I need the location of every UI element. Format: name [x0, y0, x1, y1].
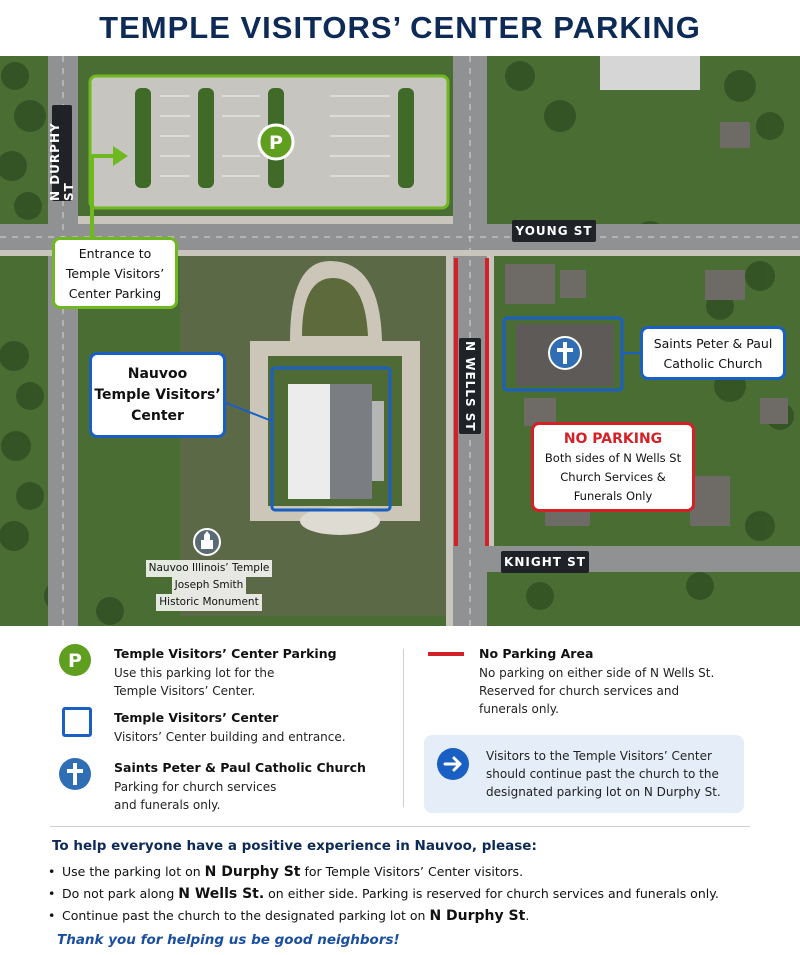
bullet-1-bold: N Durphy St [204, 864, 301, 880]
visitors-center-callout: Nauvoo Temple Visitors’ Center [89, 352, 226, 438]
parking-marker: P [257, 123, 295, 161]
entrance-callout-line-2: Temple Visitors’ [65, 266, 165, 281]
church-building [502, 316, 624, 392]
footer-bullet-3: Continue past the church to the designat… [48, 908, 530, 924]
svg-text:P: P [269, 132, 283, 154]
center-callout-leader [225, 402, 273, 422]
legend-no-parking-text: No parking on either side of N Wells St.… [479, 666, 715, 716]
north-building [600, 56, 700, 90]
bullet-3-bold: N Durphy St [429, 908, 526, 924]
legend-note-box: Visitors to the Temple Visitors’ Center … [424, 735, 744, 813]
bullet-1-pre: Use the parking lot on [62, 864, 205, 879]
visitors-center-legend-icon [62, 707, 92, 737]
church-callout-line-1: Saints Peter & Paul [653, 336, 773, 351]
no-parking-line-icon [428, 652, 464, 656]
church-cross-icon [59, 758, 91, 790]
bullet-3-pre: Continue past the church to the designat… [62, 908, 430, 923]
center-callout-line-2: Temple Visitors’ [94, 387, 221, 403]
monument-line-2: Joseph Smith [171, 577, 247, 594]
no-parking-callout: NO PARKING Both sides of N Wells St Chur… [531, 422, 695, 512]
entrance-arrow [90, 154, 115, 241]
bullet-3-post: . [525, 908, 530, 923]
arrow-right-icon [437, 748, 469, 780]
bullet-1-post: for Temple Visitors’ Center visitors. [300, 864, 524, 879]
page-title: TEMPLE VISITORS’ CENTER PARKING [99, 10, 701, 45]
no-parking-lines [454, 258, 489, 546]
svg-text:P: P [68, 650, 82, 672]
monument-line-1: Nauvoo Illinois’ Temple [145, 560, 273, 577]
legend-note-text: Visitors to the Temple Visitors’ Center … [486, 749, 721, 799]
visitors-center-building [270, 366, 392, 512]
bullet-2-post: on either side. Parking is reserved for … [264, 886, 719, 901]
no-parking-line-3: Funerals Only [573, 489, 653, 503]
legend-parking-text: Use this parking lot for the Temple Visi… [114, 666, 275, 698]
legend-panel: P Temple Visitors’ Center Parking Use th… [30, 627, 770, 827]
no-parking-heading: NO PARKING [563, 431, 663, 447]
legend-church-text: Parking for church services and funerals… [114, 780, 277, 812]
entrance-callout-line-1: Entrance to [78, 246, 152, 261]
monument-label: Nauvoo Illinois’ Temple Joseph Smith His… [138, 560, 280, 611]
no-parking-line-2: Church Services & [560, 470, 666, 484]
arrow-head [113, 146, 128, 166]
street-label-young: YOUNG ST [512, 220, 596, 242]
street-label-n-durphy: N DURPHY ST [48, 105, 76, 201]
footer-guidelines: To help everyone have a positive experie… [0, 826, 800, 955]
legend-parking-title: Temple Visitors’ Center Parking [114, 646, 337, 661]
monument-line-3: Historic Monument [156, 594, 262, 611]
church-callout-line-2: Catholic Church [663, 356, 763, 371]
footer-bullet-1: Use the parking lot on N Durphy St for T… [48, 864, 524, 880]
legend-center-title: Temple Visitors’ Center [114, 710, 279, 725]
center-callout-line-1: Nauvoo [127, 366, 188, 382]
parking-legend-icon: P [59, 644, 91, 676]
bullet-2-pre: Do not park along [62, 886, 179, 901]
legend-no-parking-title: No Parking Area [479, 646, 594, 661]
footer-divider [50, 826, 750, 827]
street-label-knight: KNIGHT ST [501, 551, 589, 573]
entrance-callout-line-3: Center Parking [68, 286, 162, 301]
legend-center-text: Visitors’ Center building and entrance. [114, 730, 346, 744]
monument-icon [193, 528, 221, 556]
bullet-2-bold: N Wells St. [178, 886, 265, 902]
footer-bullet-2: Do not park along N Wells St. on either … [48, 886, 719, 902]
footer-thanks: Thank you for helping us be good neighbo… [57, 932, 400, 948]
entrance-callout: Entrance to Temple Visitors’ Center Park… [52, 237, 178, 309]
footer-heading: To help everyone have a positive experie… [52, 838, 537, 854]
legend-church-title: Saints Peter & Paul Catholic Church [114, 760, 366, 775]
street-label-n-wells: N WELLS ST [459, 338, 481, 434]
center-callout-line-3: Center [131, 408, 184, 424]
church-callout: Saints Peter & Paul Catholic Church [640, 326, 786, 380]
no-parking-line-1: Both sides of N Wells St [544, 451, 682, 465]
legend-divider [403, 649, 404, 807]
